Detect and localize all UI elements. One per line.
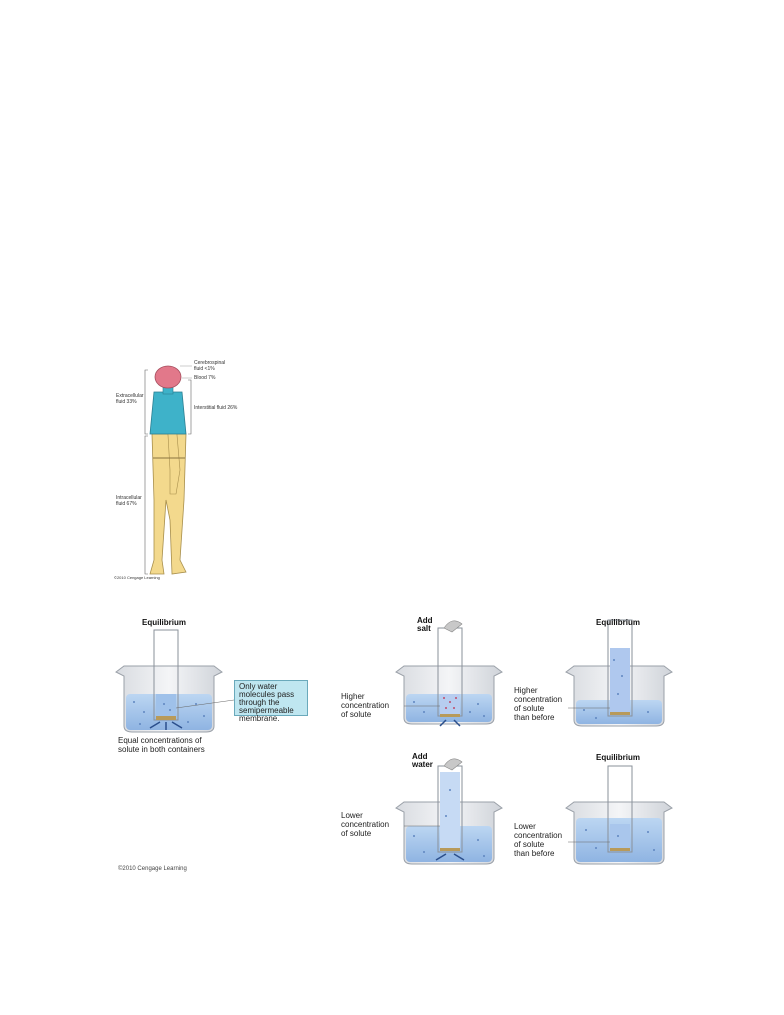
beaker-equilibrium-salt (565, 619, 673, 727)
title-add-salt: Add salt (417, 616, 433, 633)
title-add-water: Add water (412, 752, 433, 769)
label-intracellular: Intracellular fluid 67% (116, 495, 142, 507)
label-blood: Blood 7% (194, 375, 216, 381)
beaker-equilibrium-left (115, 629, 235, 733)
body-figure-copyright: ©2010 Cengage Learning (114, 575, 160, 580)
label-interstitial: Interstitial fluid 26% (194, 405, 238, 411)
membrane-callout: Only water molecules pass through the se… (234, 680, 308, 723)
beaker-add-water (395, 758, 503, 865)
label-cerebrospinal: Cerebrospinal fluid <1% (194, 360, 226, 372)
title-equilibrium-left: Equilibrium (142, 618, 186, 627)
osmosis-copyright: ©2010 Cengage Learning (118, 866, 187, 872)
title-equilibrium-water: Equilibrium (596, 753, 640, 762)
caption-equilibrium-water: Lower concentration of solute than befor… (514, 822, 563, 858)
beaker-add-salt (395, 620, 503, 727)
title-equilibrium-salt: Equilibrium (596, 618, 640, 627)
caption-add-water: Lower concentration of solute (341, 811, 390, 838)
beaker-equilibrium-water (565, 765, 673, 865)
caption-equilibrium-left: Equal concentrations of solute in both c… (118, 736, 205, 754)
label-extracellular: Extracellular fluid 33% (116, 393, 144, 405)
caption-equilibrium-salt: Higher concentration of solute than befo… (514, 686, 563, 722)
human-figure (144, 365, 192, 575)
caption-add-salt: Higher concentration of solute (341, 692, 390, 719)
